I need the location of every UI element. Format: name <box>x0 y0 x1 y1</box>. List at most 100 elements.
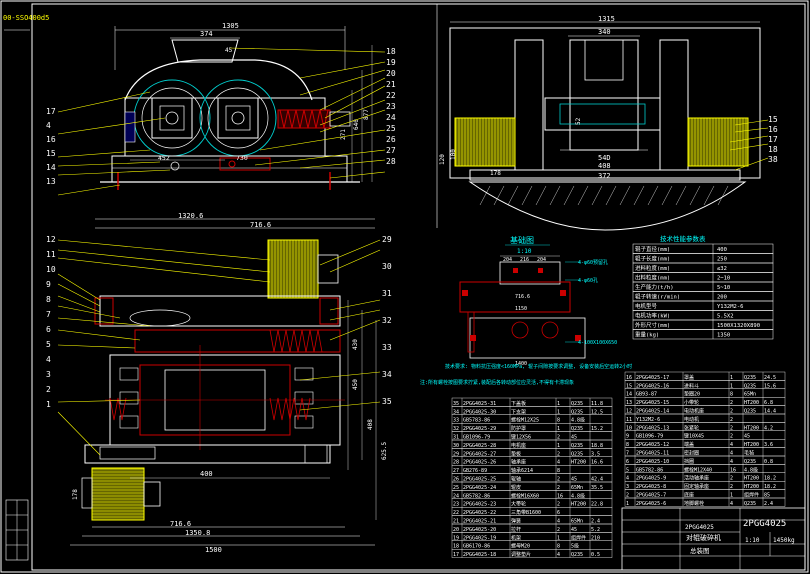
bom-cell: 三角带B1600 <box>511 509 541 516</box>
bom-cell: 底座 <box>684 492 694 499</box>
bom-cell: 4 <box>557 552 560 558</box>
dim-plan-h2: 408 <box>367 419 374 430</box>
bom-cell: Q235 <box>571 443 583 449</box>
bom-cell: 4.8级 <box>571 492 585 499</box>
bom-cell: 15 <box>626 383 632 389</box>
corner-tag: 00-SSO400d5 <box>3 14 49 22</box>
bom-cell: 罩盖 <box>684 374 694 381</box>
bom-cell: HT200 <box>744 400 759 406</box>
bom-cell: 2PGG4025-10 <box>636 459 669 465</box>
side-view: 1315 340 54D 408 372 52 120 100 178 <box>439 15 778 231</box>
dim-plan-h1: 625.5 <box>381 442 388 460</box>
spec-label: 辊子转速(r/min) <box>635 293 680 301</box>
spec-table: 技术性能参数表 辊子直径(mm)400辊子长度(mm)250进料粒度(mm)≤3… <box>632 234 774 340</box>
bom-cell: GB5782-86 <box>636 467 663 473</box>
bom-cell: 18.2 <box>764 476 776 482</box>
tech-notes: 技术要求: 物料抗压强度<160MPa, 辊子间隙按要求调整, 设备安装后空运转… <box>445 363 632 370</box>
bom-cell: 2PGG4025-24 <box>463 485 496 491</box>
bom-cell: 10 <box>626 425 632 431</box>
bom-cell: 18.8 <box>591 443 603 449</box>
spec-label: 出料粒度(mm) <box>635 274 670 282</box>
dim-plan-left: 178 <box>72 489 79 500</box>
fv-balloon-13: 13 <box>46 177 56 186</box>
bom-cell: 大带轮 <box>511 501 526 508</box>
bom-cell: 26 <box>453 477 459 483</box>
fd-dim-5: 1150 <box>515 306 527 312</box>
pv-balloon-35: 35 <box>382 397 392 406</box>
fv-balloon-4: 4 <box>46 121 51 130</box>
fv-balloon-14: 14 <box>46 163 56 172</box>
spec-value: 200 <box>717 295 727 301</box>
spec-value: 400 <box>717 247 727 253</box>
bom-cell: 16 <box>730 467 736 473</box>
bom-cell: HT200 <box>571 460 586 466</box>
bom-cell: 调整垫片 <box>511 551 531 558</box>
bom-cell: 5级 <box>571 543 579 550</box>
bom-cell: 2PGG4025-28 <box>463 443 496 449</box>
bom-cell: 机架 <box>511 534 521 541</box>
bom-cell: 1 <box>626 501 629 507</box>
bom-cell: 8 <box>557 468 560 474</box>
bom-cell: Q235 <box>744 409 756 415</box>
bom-cell: 进料斗 <box>684 382 699 389</box>
bom-cell: 1 <box>730 383 733 389</box>
bom-cell: 2PGG4025-23 <box>463 502 496 508</box>
bom-cell: 22.8 <box>591 502 603 508</box>
bom-cell: GB276-89 <box>463 468 487 474</box>
bom-cell: 2PGG4025-25 <box>463 477 496 483</box>
bom-cell: 28 <box>453 460 459 466</box>
bom-cell: Q235 <box>744 501 756 507</box>
bom-cell: 2PGG4025-11 <box>636 451 669 457</box>
plan-motor-bottom <box>91 467 145 521</box>
bom-cell: 组焊件 <box>571 534 586 541</box>
bom-cell: 轴承座 <box>511 459 526 466</box>
bom-cell: 2PGG4025-30 <box>463 409 496 415</box>
bom-cell: 2PGG4025-18 <box>463 552 496 558</box>
fv-balloon-27: 27 <box>386 146 396 155</box>
bom-cell: GB6170-86 <box>463 544 490 550</box>
spec-label: 电机型号 <box>635 302 658 310</box>
bom-cell: 2PGG4025-21 <box>463 519 496 525</box>
dim-plan-w1: 400 <box>200 470 213 478</box>
fv-balloon-18: 18 <box>386 47 396 56</box>
bom-cell: 2 <box>557 502 560 508</box>
dim-side-top: 1315 <box>598 15 615 23</box>
bom-cell: 2.4 <box>591 519 600 525</box>
bom-cell: 29 <box>453 451 459 457</box>
bom-cell: 2PGG4025-13 <box>636 425 669 431</box>
bom-cell: 4 <box>730 459 733 465</box>
bom-cell: 螺栓M16X60 <box>511 492 539 499</box>
plan-view: 1320.6 716.6 <box>46 212 392 554</box>
bom-cell: 65Mn <box>571 485 583 491</box>
bom-cell: 电动机座 <box>684 408 704 415</box>
bom-cell: GB1096-79 <box>463 435 490 441</box>
bom-cell: 密封圈 <box>684 450 699 457</box>
bom-cell: GB93-87 <box>636 392 657 398</box>
fd-note-3: 4-100X100X650 <box>578 340 617 346</box>
spec-value: Y132M2-6 <box>717 304 744 310</box>
tb-drawing-type: 总装图 <box>690 546 710 555</box>
bom-cell: 32 <box>453 426 459 432</box>
pv-balloon-6: 6 <box>46 325 51 334</box>
side-motor-right <box>687 117 749 167</box>
fd-dim-2: 216 <box>520 257 529 263</box>
bom-cell: GB5783-86 <box>463 418 490 424</box>
bom-cell: 24.5 <box>764 375 776 381</box>
bom-cell: 15.6 <box>764 383 776 389</box>
bom-cell: 19 <box>453 535 459 541</box>
bom-cell: 4 <box>557 519 560 525</box>
bom-cell: GB1096-79 <box>636 434 663 440</box>
dim-plan-h4: 450 <box>352 379 359 390</box>
bom-cell: 27 <box>453 468 459 474</box>
sv-balloon-16: 16 <box>768 125 778 134</box>
bom-cell: 轴承6214 <box>511 467 533 474</box>
bom-cell: 16 <box>626 375 632 381</box>
foundation-title: 基础图 <box>510 235 534 245</box>
spec-label: 辊子长度(mm) <box>635 255 670 263</box>
bom-cell: 45 <box>744 434 750 440</box>
bom-cell: 6 <box>626 459 629 465</box>
spec-label: 重量(kg) <box>635 331 659 339</box>
title-block: 2PGG4025 对辊破碎机 总装图 2PGG4025 1450kg 1:10 <box>621 507 806 571</box>
fv-balloon-15: 15 <box>46 149 56 158</box>
bom-cell: 3.6 <box>764 442 773 448</box>
